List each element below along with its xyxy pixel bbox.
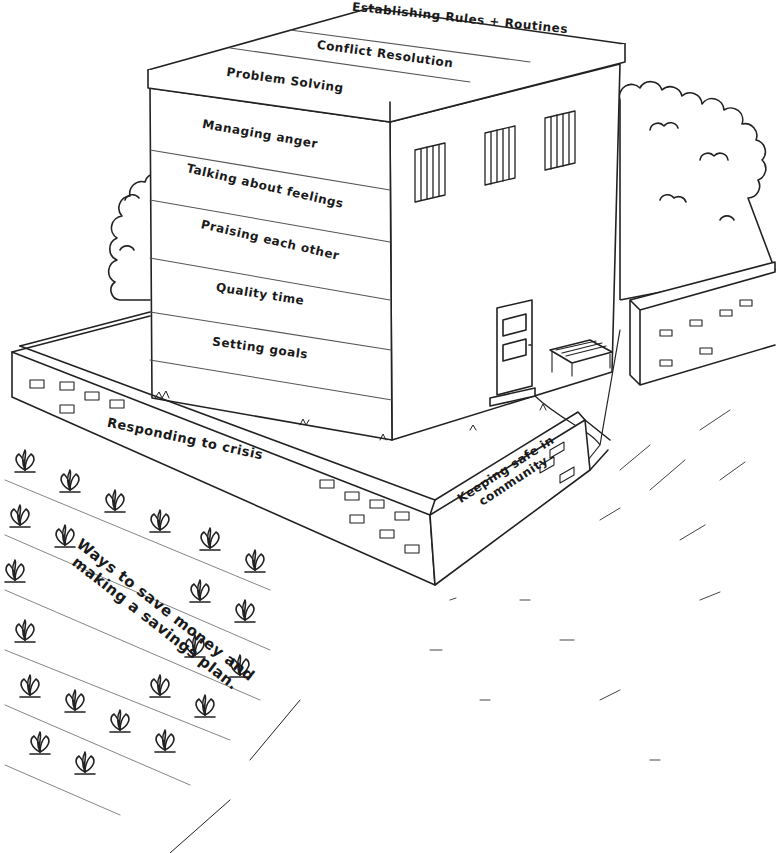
wall <box>630 262 775 385</box>
bricks <box>30 380 574 553</box>
bush <box>109 174 155 300</box>
wall <box>12 312 150 352</box>
house-front <box>150 88 392 440</box>
window <box>415 111 575 202</box>
plant <box>5 450 265 774</box>
wall <box>430 420 590 585</box>
bush <box>619 82 775 300</box>
bench <box>550 340 612 363</box>
house-side <box>390 64 620 440</box>
door <box>497 300 532 395</box>
